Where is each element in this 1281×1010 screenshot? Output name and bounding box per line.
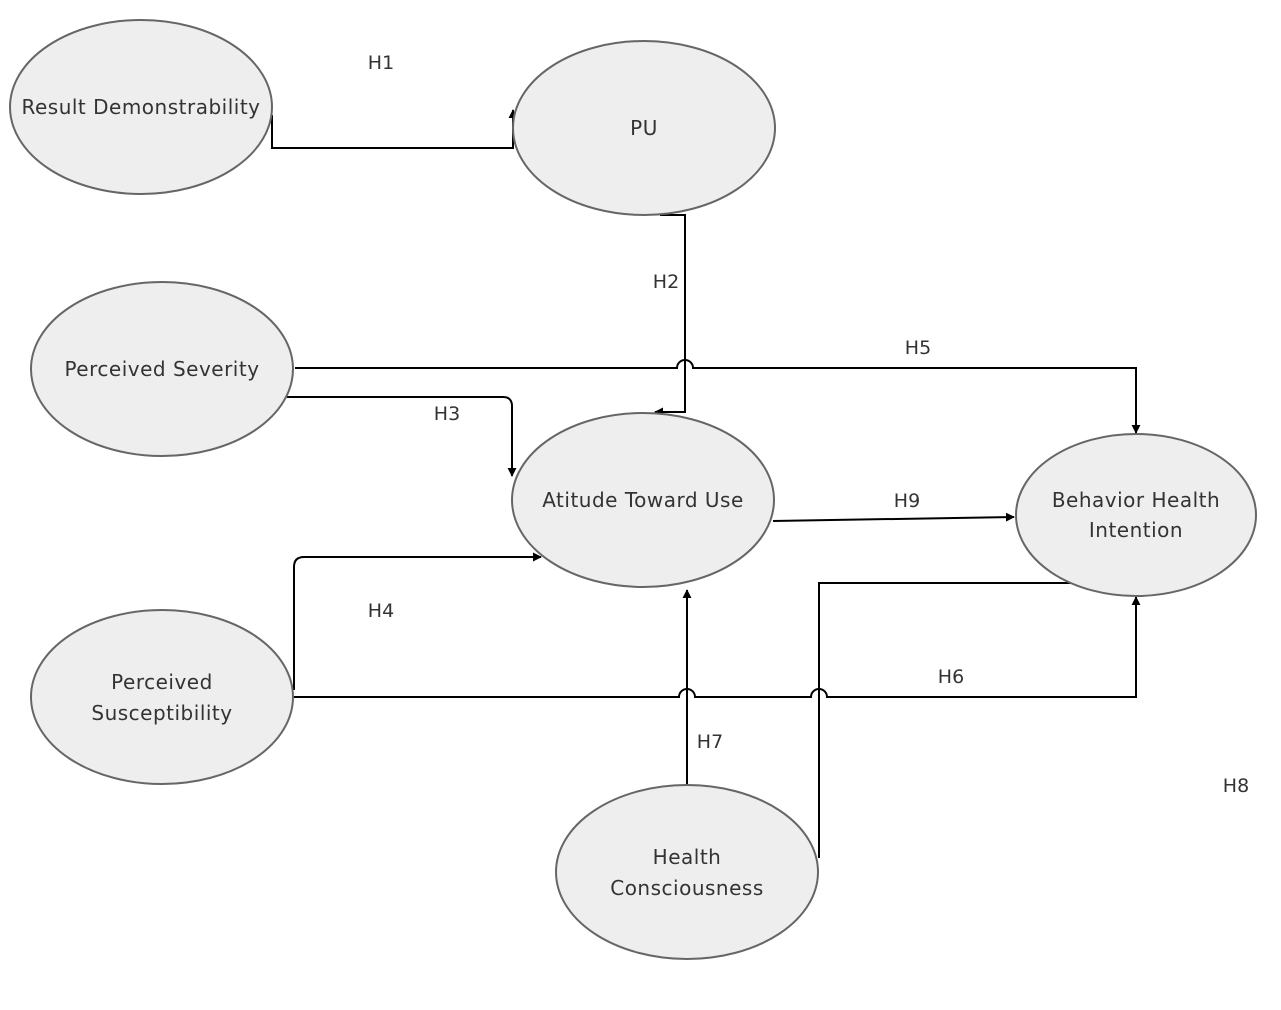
hypothesis-label-h4: H4: [368, 600, 394, 622]
hypothesis-label-h9: H9: [894, 490, 920, 512]
node-label: Health: [653, 845, 722, 869]
node-label: PU: [630, 116, 658, 140]
edge-h9: [772, 512, 1015, 522]
hypothesis-label-h3: H3: [434, 403, 460, 425]
node-perceived-severity: Perceived Severity: [30, 281, 294, 457]
hypothesis-label-h2: H2: [653, 271, 679, 293]
node-pu: PU: [512, 40, 776, 216]
edge-h5: [295, 359, 1141, 434]
node-label: Atitude Toward Use: [542, 488, 744, 512]
node-label: Perceived Severity: [64, 357, 259, 381]
node-label: Behavior Health: [1052, 488, 1220, 512]
node-attitude-toward-use: Atitude Toward Use: [511, 412, 775, 588]
edge-h8: [818, 578, 1201, 858]
hypothesis-label-h5: H5: [905, 337, 931, 359]
hypothesis-labels: H1 H2 H3 H4 H5 H6 H7 H8 H9: [368, 52, 1249, 797]
hypothesis-label-h6: H6: [938, 666, 964, 688]
node-behavior-health-intention: Behavior Health Intention: [1015, 433, 1257, 597]
node-perceived-susceptibility: Perceived Susceptibility: [30, 609, 294, 785]
edge-h4: [293, 552, 542, 690]
node-health-consciousness: Health Consciousness: [555, 784, 819, 960]
node-label: Result Demonstrability: [21, 95, 260, 119]
hypothesis-label-h8: H8: [1223, 775, 1249, 797]
edge-h3: [287, 396, 517, 477]
hypothesis-label-h7: H7: [697, 731, 723, 753]
edge-h1: [271, 109, 518, 149]
node-label: Susceptibility: [91, 701, 232, 725]
node-label: Perceived: [111, 670, 213, 694]
edge-h2: [654, 214, 686, 417]
node-label: Consciousness: [610, 876, 764, 900]
edge-h6: [294, 596, 1141, 698]
node-label: Intention: [1089, 518, 1183, 542]
node-result-demonstrability: Result Demonstrability: [9, 19, 273, 195]
hypothesis-label-h1: H1: [368, 52, 394, 74]
